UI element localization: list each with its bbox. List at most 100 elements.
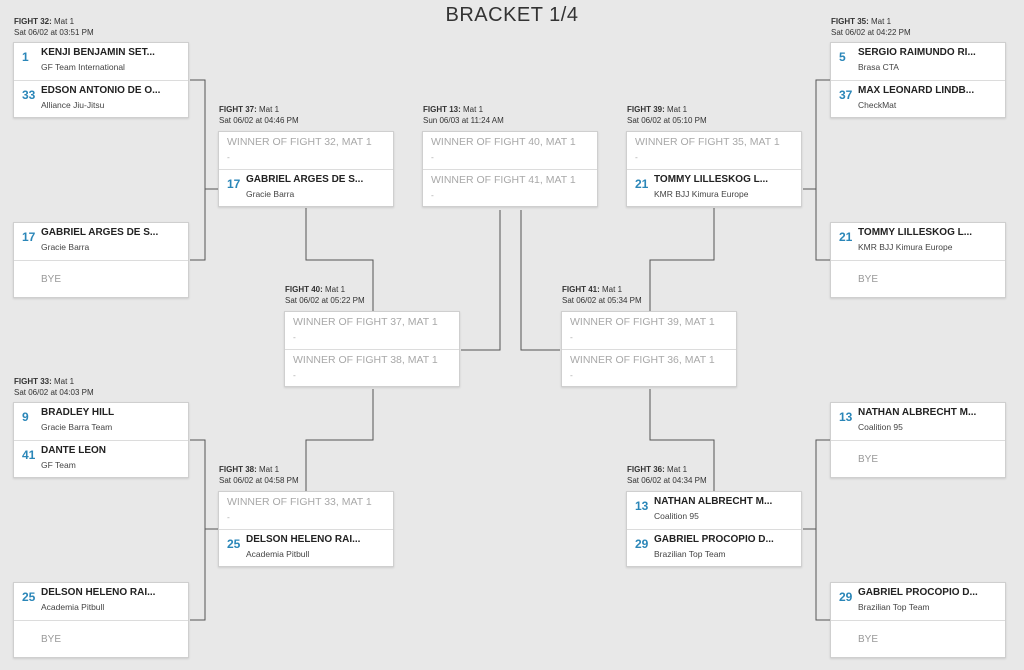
placeholder-slot[interactable]: WINNER OF FIGHT 40, MAT 1 - (423, 132, 597, 169)
competitor-slot[interactable]: 17 GABRIEL ARGES DE S... Gracie Barra (219, 169, 393, 206)
competitor-team: Gracie Barra (246, 189, 295, 199)
placeholder-slot[interactable]: WINNER OF FIGHT 41, MAT 1 - (423, 169, 597, 206)
placeholder-team: - (293, 332, 296, 342)
competitor-name: DELSON HELENO RAI... (246, 534, 361, 545)
competitor-team: CheckMat (858, 100, 897, 110)
competitor-slot[interactable]: 25 DELSON HELENO RAI... Academia Pitbull (14, 583, 188, 620)
competitor-slot[interactable]: 21 TOMMY LILLESKOG L... KMR BJJ Kimura E… (627, 169, 801, 206)
competitor-name: DELSON HELENO RAI... (41, 587, 156, 598)
competitor-team: Academia Pitbull (246, 549, 310, 559)
winner-placeholder: WINNER OF FIGHT 41, MAT 1 (431, 174, 576, 186)
fight-41-card[interactable]: WINNER OF FIGHT 39, MAT 1 - WINNER OF FI… (561, 311, 737, 387)
competitor-slot[interactable]: 21 TOMMY LILLESKOG L... KMR BJJ Kimura E… (831, 223, 1005, 260)
seed-number: 13 (635, 499, 649, 513)
competitor-name: NATHAN ALBRECHT M... (654, 496, 773, 507)
fight-37-header: FIGHT 37: Mat 1 Sat 06/02 at 04:46 PM (219, 105, 299, 125)
fight-39-card[interactable]: WINNER OF FIGHT 35, MAT 1 - 21 TOMMY LIL… (626, 131, 802, 207)
placeholder-slot[interactable]: WINNER OF FIGHT 36, MAT 1 - (562, 349, 736, 386)
competitor-slot[interactable]: 29 GABRIEL PROCÓPIO D... Brazilian Top T… (627, 529, 801, 566)
competitor-slot[interactable]: 13 NATHAN ALBRECHT M... Coalition 95 (627, 492, 801, 529)
competitor-slot[interactable]: 41 DANTE LEON GF Team (14, 440, 188, 477)
competitor-name: GABRIEL PROCÓPIO D... (654, 534, 774, 545)
competitor-name: GABRIEL PROCÓPIO D... (858, 587, 978, 598)
fight-32-card[interactable]: 1 KENJI BENJAMIN SET... GF Team Internat… (13, 42, 189, 118)
winner-placeholder: WINNER OF FIGHT 32, MAT 1 (227, 136, 372, 148)
fight-36-header: FIGHT 36: Mat 1 Sat 06/02 at 04:34 PM (627, 465, 707, 485)
competitor-slot[interactable]: 37 MAX LEONARD LINDB... CheckMat (831, 80, 1005, 117)
competitor-team: Coalition 95 (858, 422, 903, 432)
fight-38-card[interactable]: WINNER OF FIGHT 33, MAT 1 - 25 DELSON HE… (218, 491, 394, 567)
fight-35-header: FIGHT 35: Mat 1 Sat 06/02 at 04:22 PM (831, 17, 911, 37)
competitor-slot[interactable]: 1 KENJI BENJAMIN SET... GF Team Internat… (14, 43, 188, 80)
competitor-team: Gracie Barra Team (41, 422, 113, 432)
bye-card-13[interactable]: 13 NATHAN ALBRECHT M... Coalition 95 BYE (830, 402, 1006, 478)
competitor-slot[interactable]: 25 DELSON HELENO RAI... Academia Pitbull (219, 529, 393, 566)
winner-placeholder: WINNER OF FIGHT 36, MAT 1 (570, 354, 715, 366)
competitor-slot[interactable]: 29 GABRIEL PROCÓPIO D... Brazilian Top T… (831, 583, 1005, 620)
seed-number: 17 (22, 230, 36, 244)
fight-39-header: FIGHT 39: Mat 1 Sat 06/02 at 05:10 PM (627, 105, 707, 125)
bye-card-25[interactable]: 25 DELSON HELENO RAI... Academia Pitbull… (13, 582, 189, 658)
seed-number: 29 (635, 537, 649, 551)
seed-number: 41 (22, 448, 36, 462)
competitor-name: MAX LEONARD LINDB... (858, 85, 975, 96)
competitor-team: GF Team (41, 460, 76, 470)
bye-slot: BYE (14, 260, 188, 297)
fight-36-card[interactable]: 13 NATHAN ALBRECHT M... Coalition 95 29 … (626, 491, 802, 567)
competitor-name: TOMMY LILLESKOG L... (858, 227, 973, 238)
fight-37-card[interactable]: WINNER OF FIGHT 32, MAT 1 - 17 GABRIEL A… (218, 131, 394, 207)
placeholder-team: - (431, 152, 434, 162)
competitor-name: TOMMY LILLESKOG L... (654, 174, 769, 185)
competitor-team: Academia Pitbull (41, 602, 105, 612)
placeholder-slot[interactable]: WINNER OF FIGHT 37, MAT 1 - (285, 312, 459, 349)
competitor-name: EDSON ANTONIO DE O... (41, 85, 161, 96)
bye-card-17[interactable]: 17 GABRIEL ARGES DE S... Gracie Barra BY… (13, 222, 189, 298)
bye-slot: BYE (831, 620, 1005, 657)
winner-placeholder: WINNER OF FIGHT 35, MAT 1 (635, 136, 780, 148)
competitor-slot[interactable]: 13 NATHAN ALBRECHT M... Coalition 95 (831, 403, 1005, 440)
placeholder-slot[interactable]: WINNER OF FIGHT 38, MAT 1 - (285, 349, 459, 386)
seed-number: 21 (635, 177, 649, 191)
competitor-team: Brazilian Top Team (654, 549, 726, 559)
bye-label: BYE (858, 454, 879, 465)
competitor-team: Brazilian Top Team (858, 602, 930, 612)
bye-slot: BYE (831, 440, 1005, 477)
fight-13-header: FIGHT 13: Mat 1 Sun 06/03 at 11:24 AM (423, 105, 504, 125)
placeholder-slot[interactable]: WINNER OF FIGHT 39, MAT 1 - (562, 312, 736, 349)
placeholder-slot[interactable]: WINNER OF FIGHT 35, MAT 1 - (627, 132, 801, 169)
bye-card-21[interactable]: 21 TOMMY LILLESKOG L... KMR BJJ Kimura E… (830, 222, 1006, 298)
placeholder-team: - (227, 512, 230, 522)
competitor-name: NATHAN ALBRECHT M... (858, 407, 977, 418)
fight-13-card[interactable]: WINNER OF FIGHT 40, MAT 1 - WINNER OF FI… (422, 131, 598, 207)
seed-number: 21 (839, 230, 853, 244)
fight-41-header: FIGHT 41: Mat 1 Sat 06/02 at 05:34 PM (562, 285, 642, 305)
competitor-name: BRADLEY HILL (41, 407, 115, 418)
seed-number: 33 (22, 88, 36, 102)
winner-placeholder: WINNER OF FIGHT 38, MAT 1 (293, 354, 438, 366)
winner-placeholder: WINNER OF FIGHT 37, MAT 1 (293, 316, 438, 328)
bye-slot: BYE (14, 620, 188, 657)
competitor-team: GF Team International (41, 62, 125, 72)
competitor-slot[interactable]: 5 SERGIO RAIMUNDO RI... Brasa CTA (831, 43, 1005, 80)
placeholder-slot[interactable]: WINNER OF FIGHT 33, MAT 1 - (219, 492, 393, 529)
placeholder-team: - (227, 152, 230, 162)
placeholder-slot[interactable]: WINNER OF FIGHT 32, MAT 1 - (219, 132, 393, 169)
fight-40-card[interactable]: WINNER OF FIGHT 37, MAT 1 - WINNER OF FI… (284, 311, 460, 387)
fight-35-card[interactable]: 5 SERGIO RAIMUNDO RI... Brasa CTA 37 MAX… (830, 42, 1006, 118)
bye-label: BYE (858, 274, 879, 285)
competitor-slot[interactable]: 9 BRADLEY HILL Gracie Barra Team (14, 403, 188, 440)
competitor-name: GABRIEL ARGES DE S... (41, 227, 159, 238)
seed-number: 17 (227, 177, 241, 191)
fight-33-card[interactable]: 9 BRADLEY HILL Gracie Barra Team 41 DANT… (13, 402, 189, 478)
competitor-slot[interactable]: 17 GABRIEL ARGES DE S... Gracie Barra (14, 223, 188, 260)
winner-placeholder: WINNER OF FIGHT 33, MAT 1 (227, 496, 372, 508)
competitor-name: KENJI BENJAMIN SET... (41, 47, 155, 58)
competitor-name: SERGIO RAIMUNDO RI... (858, 47, 976, 58)
bye-card-29[interactable]: 29 GABRIEL PROCÓPIO D... Brazilian Top T… (830, 582, 1006, 658)
competitor-team: Gracie Barra (41, 242, 90, 252)
competitor-slot[interactable]: 33 EDSON ANTONIO DE O... Alliance Jiu-Ji… (14, 80, 188, 117)
bye-label: BYE (858, 634, 879, 645)
seed-number: 25 (22, 590, 36, 604)
placeholder-team: - (293, 370, 296, 380)
placeholder-team: - (570, 332, 573, 342)
